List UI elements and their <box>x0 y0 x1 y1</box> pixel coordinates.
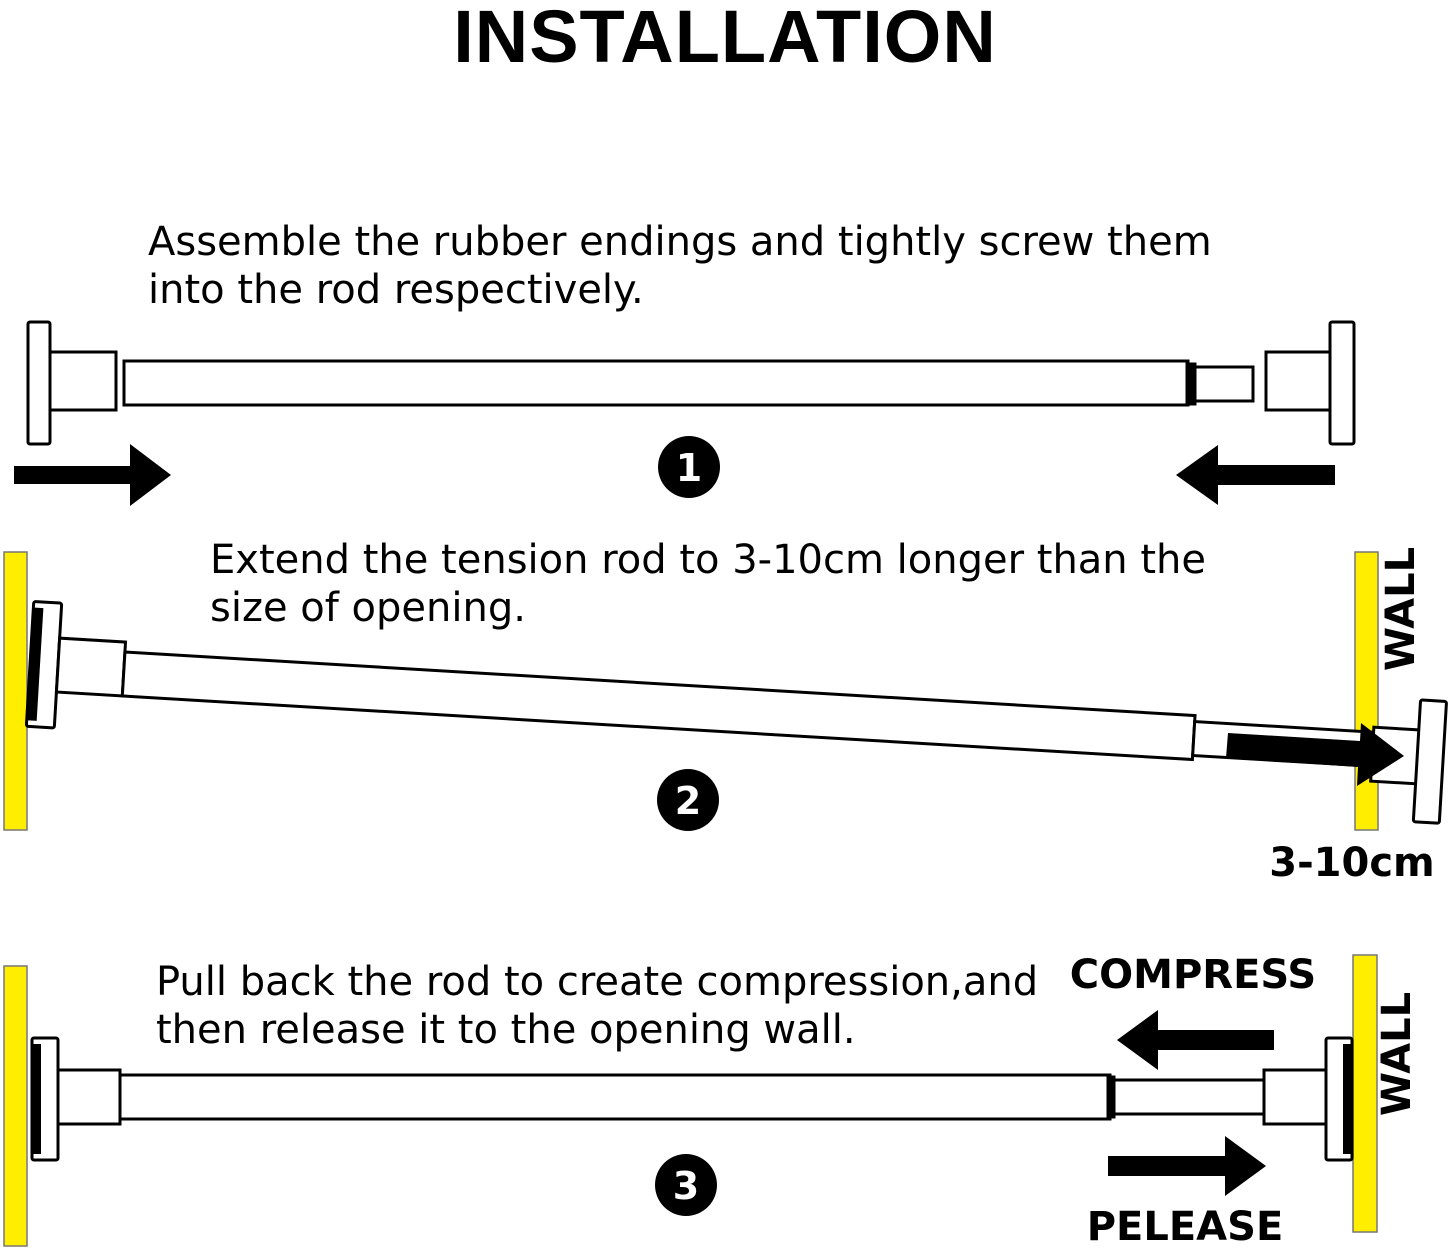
right-wall <box>1354 551 1379 831</box>
step-2-instruction: Extend the tension rod to 3-10cm longer … <box>210 536 1206 632</box>
step-2-number-badge <box>657 769 719 831</box>
right-wall <box>1352 954 1378 1233</box>
step-1-line-2: into the rod respectively. <box>148 267 644 313</box>
left-rubber-neck <box>54 636 128 698</box>
left-wall <box>3 551 28 831</box>
step-3-line-1: Pull back the rod to create compression,… <box>156 959 1039 1005</box>
step-2-line-2: size of opening. <box>210 585 526 631</box>
rod-inner-tube <box>1112 1078 1266 1116</box>
step-3-line-2: then release it to the opening wall. <box>156 1007 856 1053</box>
step-3-number: 3 <box>673 1164 699 1208</box>
right-rubber-ending <box>1264 320 1356 446</box>
rod-inner-tube <box>1193 365 1255 403</box>
rod-main-tube <box>118 1073 1112 1121</box>
arrow-compress-left-icon <box>1117 1010 1274 1070</box>
step-1-diagram: 1 <box>14 320 1356 506</box>
step-1-number: 1 <box>676 446 702 490</box>
release-label: PELEASE <box>1087 1204 1284 1250</box>
rod-main-tube <box>120 650 1197 762</box>
step-1-instruction: Assemble the rubber endings and tightly … <box>148 218 1212 314</box>
arrow-release-right-icon <box>1108 1136 1266 1196</box>
left-rubber-ending <box>26 320 118 446</box>
extension-label: 3-10cm <box>1269 840 1435 886</box>
wall-label: WALL <box>1374 992 1420 1116</box>
step-3-instruction: Pull back the rod to create compression,… <box>156 958 1038 1054</box>
step-1-number-badge <box>658 436 720 498</box>
compress-label: COMPRESS <box>1070 952 1316 998</box>
rod-main-tube <box>122 359 1190 407</box>
arrow-left-icon <box>1176 445 1335 505</box>
step-1-line-1: Assemble the rubber endings and tightly … <box>148 219 1212 265</box>
step-2-diagram: WALL 3-10cm 2 <box>3 547 1448 886</box>
wall-label: WALL <box>1378 547 1424 671</box>
arrow-extend-right-icon <box>1226 723 1404 786</box>
left-rubber-ending <box>30 1036 122 1162</box>
step-2-line-1: Extend the tension rod to 3-10cm longer … <box>210 537 1207 583</box>
left-wall <box>3 965 28 1247</box>
arrow-right-icon <box>14 444 171 506</box>
step-2-number: 2 <box>675 779 701 823</box>
page-title: INSTALLATION <box>453 0 997 78</box>
right-rubber-ending <box>1262 1036 1354 1162</box>
step-3-diagram: COMPRESS PELEASE WALL 3 <box>3 952 1420 1250</box>
left-rubber-ending-inner <box>26 607 44 721</box>
step-3-number-badge <box>655 1154 717 1216</box>
